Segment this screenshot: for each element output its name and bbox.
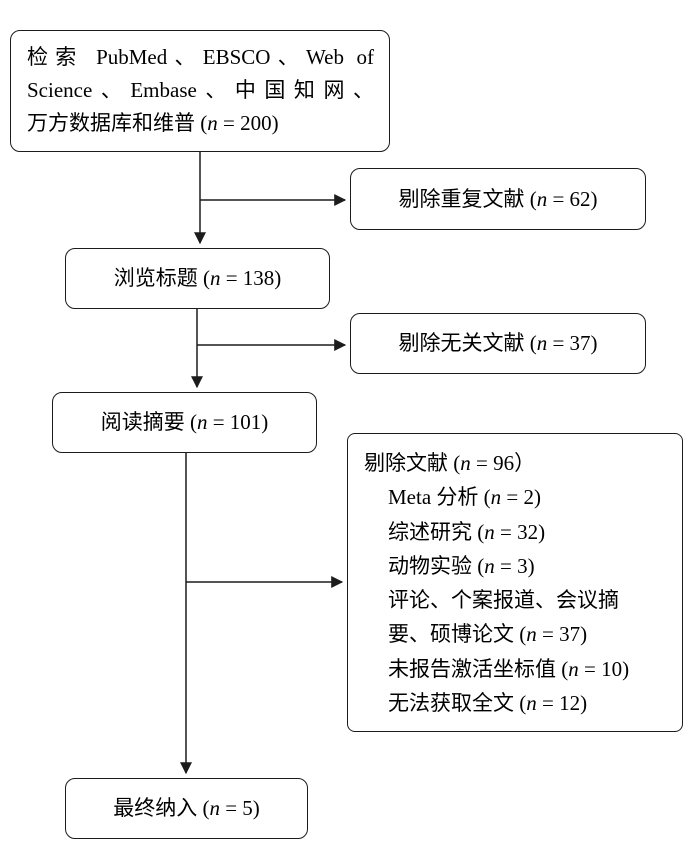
search-box-line-2: Science、Embase、中国知网、: [27, 78, 374, 102]
search-box-line-3: 万方数据库和维普 (n = 200): [27, 111, 279, 135]
screen-titles-box: 浏览标题 (n = 138): [65, 248, 330, 309]
read-abstracts-label: 阅读摘要 (n = 101): [100, 410, 269, 435]
removed-duplicates-box: 剔除重复文献 (n = 62): [350, 168, 646, 230]
exclusion-reasons-box: 剔除文献 (n = 96） Meta 分析 (n = 2) 综述研究 (n = …: [347, 433, 683, 732]
removed-irrelevant-box: 剔除无关文献 (n = 37): [350, 313, 646, 374]
final-included-box: 最终纳入 (n = 5): [65, 778, 308, 839]
exclusion-line-total: 剔除文献 (n = 96）: [364, 451, 536, 475]
removed-irrelevant-label: 剔除无关文献 (n = 37): [398, 331, 598, 356]
final-included-label: 最终纳入 (n = 5): [113, 796, 260, 821]
exclusion-line-meta: Meta 分析 (n = 2): [388, 485, 541, 510]
read-abstracts-box: 阅读摘要 (n = 101): [52, 392, 317, 453]
exclusion-line-comment-1: 评论、个案报道、会议摘: [388, 588, 619, 613]
exclusion-line-review: 综述研究 (n = 32): [388, 519, 546, 544]
exclusion-line-no-coordinates: 未报告激活坐标值 (n = 10): [388, 656, 630, 681]
exclusion-line-animal: 动物实验 (n = 3): [388, 553, 535, 578]
exclusion-line-comment-2: 要、硕博论文 (n = 37): [388, 622, 588, 647]
search-sources-box: 检索 PubMed、EBSCO、Web of Science、Embase、中国…: [10, 30, 390, 152]
search-box-line-1: 检索 PubMed、EBSCO、Web of: [27, 45, 374, 69]
removed-duplicates-label: 剔除重复文献 (n = 62): [398, 186, 598, 211]
screen-titles-label: 浏览标题 (n = 138): [113, 266, 282, 291]
exclusion-line-no-fulltext: 无法获取全文 (n = 12): [388, 691, 588, 716]
